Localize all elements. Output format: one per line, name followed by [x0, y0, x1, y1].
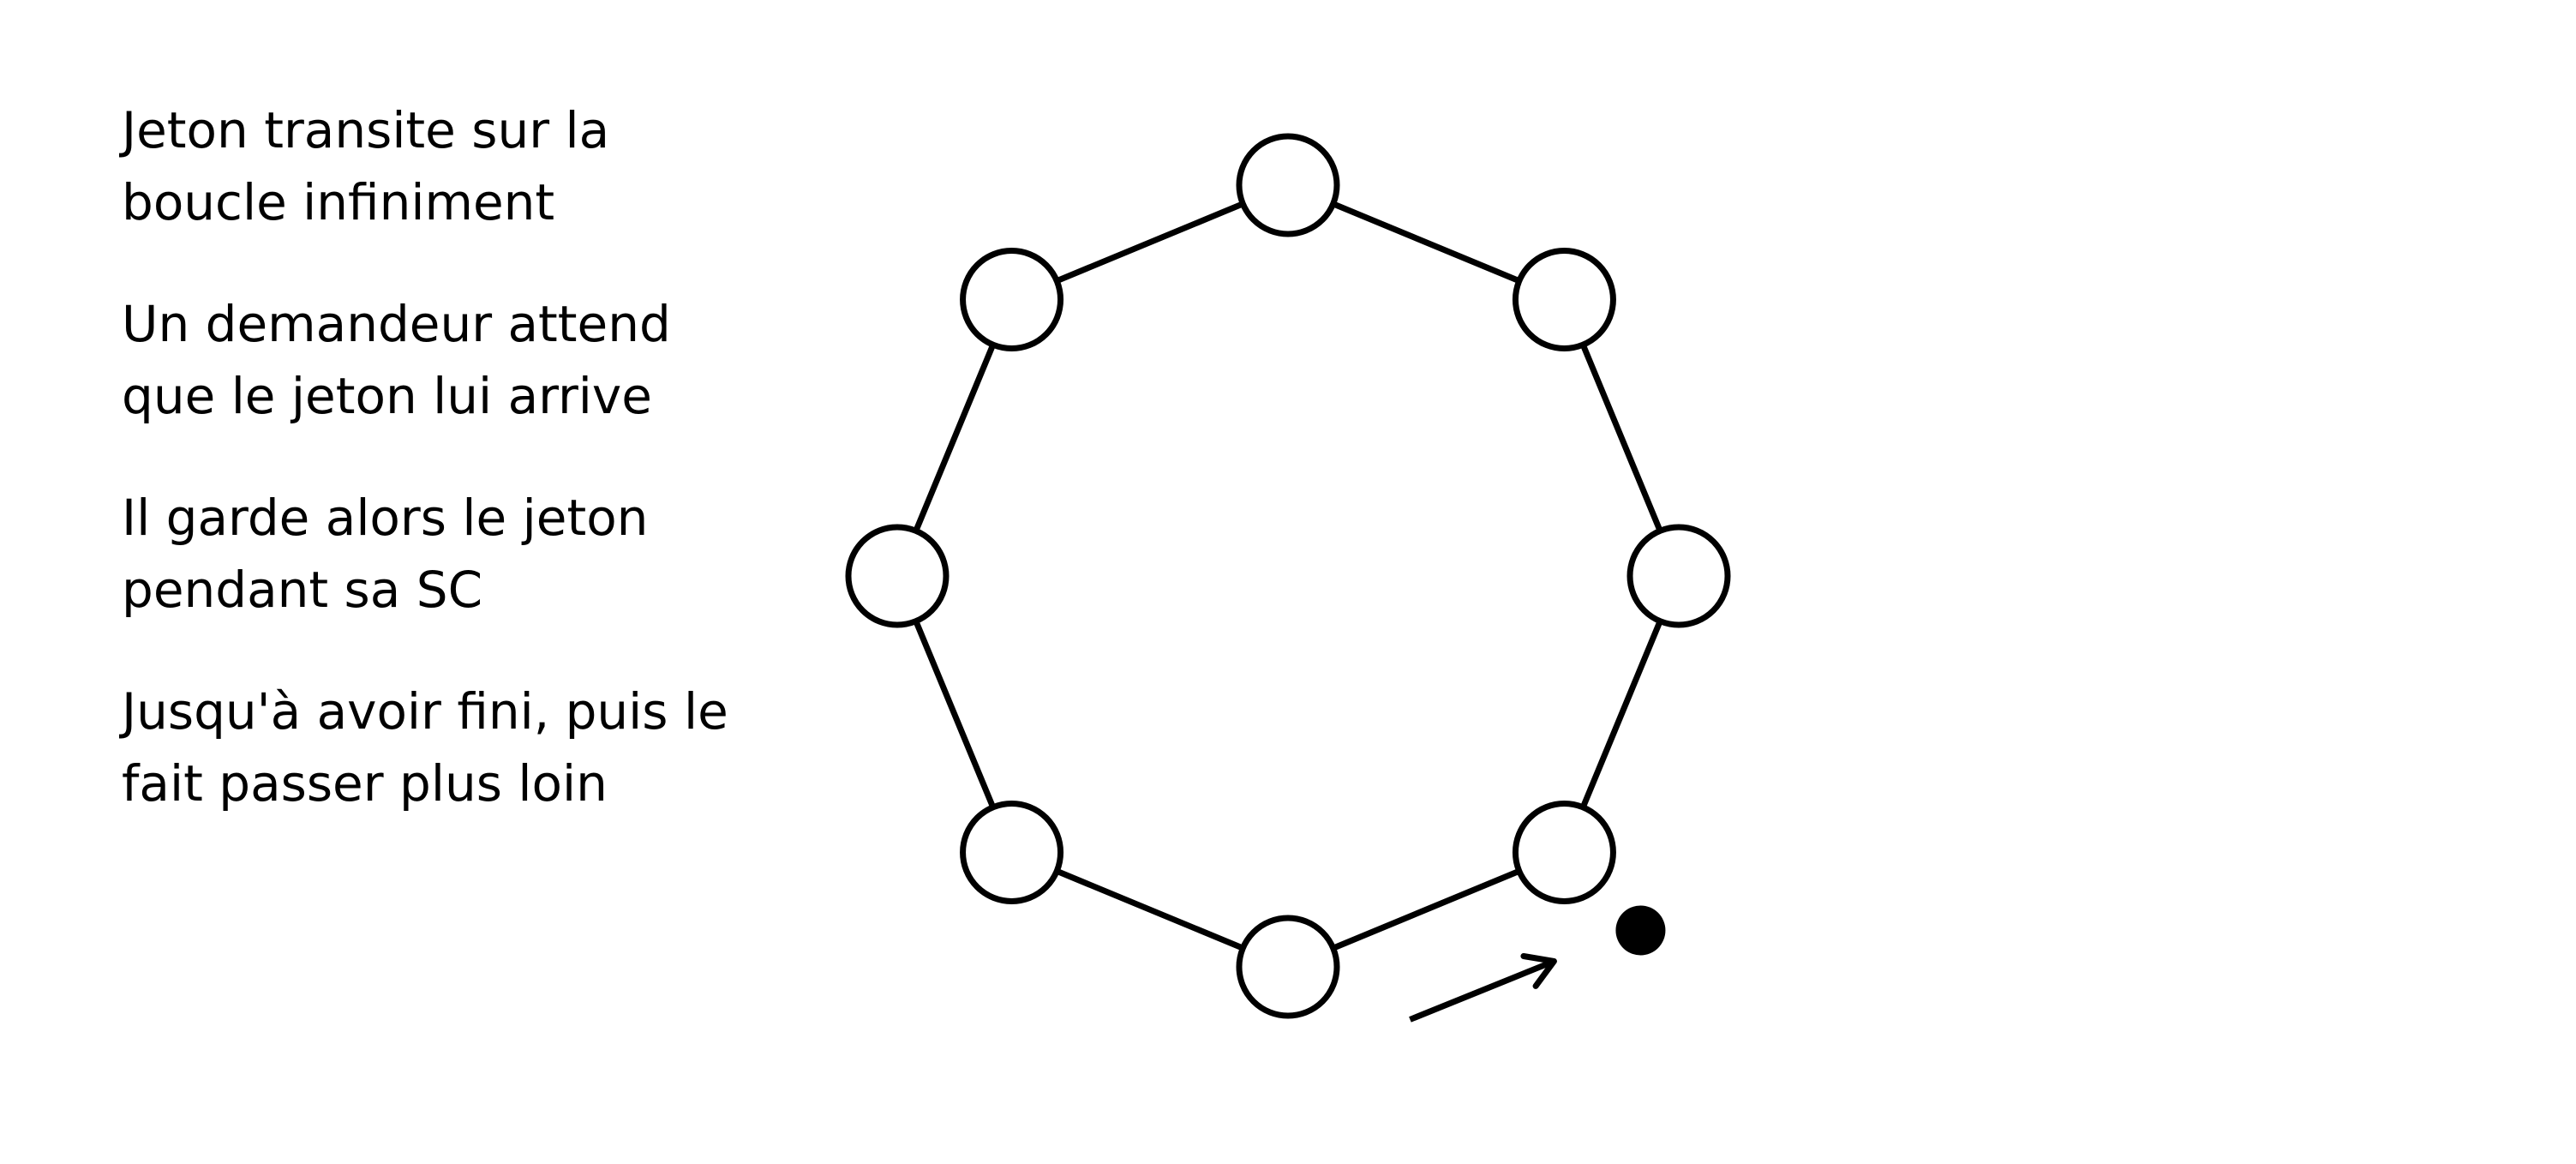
paragraph-line: fait passer plus loin [122, 754, 608, 813]
ring-node [845, 524, 950, 628]
arrow-shaft [1409, 958, 1555, 1023]
paragraph-line: Jusqu'à avoir fini, puis le [122, 682, 728, 741]
paragraph-requester-waits: Un demandeur attend que le jeton lui arr… [122, 288, 773, 432]
arrow-head [1520, 953, 1557, 989]
ring-node [1236, 133, 1340, 237]
paragraph-line: Il garde alors le jeton [122, 489, 649, 547]
paragraph-line: Jeton transite sur la [122, 101, 610, 159]
paragraph-line: boucle infiniment [122, 173, 555, 231]
paragraph-keeps-token: Il garde alors le jeton pendant sa SC [122, 482, 773, 626]
direction-arrow [1409, 953, 1557, 1023]
ring-node [1512, 248, 1616, 352]
token-dot [1615, 905, 1666, 956]
ring-nodes [845, 133, 1731, 1019]
ring-node [960, 800, 1064, 904]
ring-node [1512, 800, 1616, 904]
ring-node [1626, 524, 1731, 628]
text-panel: Jeton transite sur la boucle infiniment … [122, 94, 773, 869]
ring-node [960, 248, 1064, 352]
paragraph-line: pendant sa SC [122, 561, 483, 619]
paragraph-passes-token: Jusqu'à avoir fini, puis le fait passer … [122, 675, 773, 819]
paragraph-line: Un demandeur attend [122, 295, 671, 353]
ring-node [1236, 915, 1340, 1019]
paragraph-line: que le jeton lui arrive [122, 367, 652, 425]
paragraph-token-loop: Jeton transite sur la boucle infiniment [122, 94, 773, 238]
